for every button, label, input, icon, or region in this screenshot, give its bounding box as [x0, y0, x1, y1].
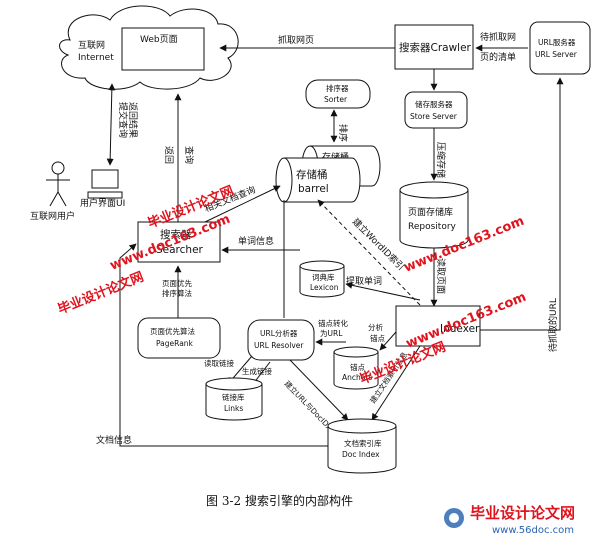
web-page-label: Web页面 [140, 34, 178, 45]
anchors-en: Anchors [342, 373, 372, 382]
internet-label-en: Internet [78, 53, 114, 63]
links-cn: 链接库 [222, 392, 245, 402]
repository-en: Repository [408, 222, 457, 232]
pagerank-en: PageRank [156, 339, 194, 348]
searcher-en: Searcher [156, 244, 204, 256]
url-resolver-box [247, 319, 315, 361]
computer-icon [87, 169, 123, 199]
doc-index-cylinder [327, 418, 397, 474]
ui-label: 用户界面UI [80, 197, 125, 209]
url-resolver-en: URL Resolver [254, 341, 304, 350]
repository-cn: 页面存储库 [408, 206, 453, 218]
lexicon-cylinder [299, 260, 345, 298]
lexicon-en: Lexicon [310, 283, 339, 292]
figure-caption: 图 3-2 搜索引擎的内部构件 [206, 493, 353, 508]
anchors-cylinder [333, 346, 379, 390]
web-page-box [121, 27, 205, 71]
url-server-en: URL Server [535, 50, 578, 59]
links-cylinder [205, 377, 263, 421]
return-label: 返回 [163, 146, 175, 164]
pagerank-algo-2: 排序算法 [162, 288, 192, 298]
analyze-anchor-arrow [379, 331, 397, 351]
sorter-box [305, 79, 371, 109]
sort-label: 排序 [337, 124, 349, 142]
extract-word-arrow [345, 281, 421, 301]
anchor-convert-1: 锚点转化 [318, 318, 348, 328]
lexicon-cn: 词典库 [312, 272, 335, 282]
sorter-en: Sorter [324, 95, 348, 104]
pagerank-algo-1: 页面优先 [162, 278, 192, 288]
read-page-label: 读取页面 [435, 258, 447, 294]
crawl-list-line2: 页的清单 [480, 51, 516, 63]
submit-query-label: 提交查询 [117, 102, 129, 138]
gen-links-label: 生成链接 [242, 366, 272, 376]
crawler-box [394, 24, 474, 70]
wordid-index-arrow [317, 199, 421, 306]
url-docid-arrow [289, 359, 349, 421]
return-result-label: 返回结果 [127, 102, 139, 138]
word-info-label: 单词信息 [238, 235, 274, 247]
indexer-label: Indexer [440, 323, 480, 335]
crawl-label: 抓取网页 [278, 34, 314, 46]
analyze-anchor-1: 分析 [368, 322, 383, 332]
wordid-index-label: 建立WordID索引 [350, 216, 407, 273]
searcher-cn: 搜索器 [160, 228, 192, 241]
compress-label: 压缩存储 [435, 142, 447, 178]
store-server-cn: 储存服务器 [415, 99, 453, 109]
anchors-cn: 锚点 [350, 362, 365, 372]
barrel-en: barrel [298, 183, 329, 195]
internet-label-cn: 互联网 [78, 40, 105, 51]
query-label: 查询 [183, 146, 195, 164]
url-server-cn: URL服务器 [538, 37, 576, 47]
pagerank-cn: 页面优先算法 [150, 326, 195, 336]
doc-index-en: Doc Index [342, 450, 380, 459]
store-server-en: Store Server [410, 112, 458, 121]
doc-index-info-arrow [371, 345, 421, 421]
read-links-label: 读取链接 [204, 358, 234, 368]
pending-url-arrow [480, 77, 564, 331]
doc-index-cn: 文档索引库 [344, 438, 382, 448]
footer-logo [444, 508, 464, 528]
indexer-box [395, 305, 481, 347]
extract-word-label: 提取单词 [346, 275, 382, 287]
url-server-box [529, 21, 591, 75]
searcher-box [137, 221, 221, 263]
barrel-cn: 存储桶 [296, 168, 328, 181]
anchor-convert-2: 为URL [320, 328, 343, 338]
doc-info-arrow [119, 243, 328, 447]
store-server-box [404, 91, 468, 129]
crawler-label: 搜索器Crawler [399, 41, 472, 54]
user-figure [46, 161, 70, 207]
watermark-title-2: 毕业设计论文网 [56, 269, 146, 318]
links-en: Links [224, 404, 243, 413]
doc-info-label: 文档信息 [96, 434, 132, 446]
url-resolver-cn: URL分析器 [260, 328, 298, 338]
pagerank-box [137, 317, 221, 359]
user-label: 互联网用户 [30, 210, 75, 222]
footer-title: 毕业设计论文网 [470, 504, 575, 522]
analyze-anchor-2: 锚点 [370, 333, 385, 343]
crawl-list-line1: 待抓取网 [480, 31, 516, 43]
sorter-cn: 排序器 [326, 83, 349, 93]
footer-url: www.56doc.com [492, 525, 574, 536]
doc-query-arrow [204, 185, 281, 223]
pending-url-label: 待抓取的URL [547, 298, 559, 352]
submit-query-arrow [106, 83, 116, 166]
